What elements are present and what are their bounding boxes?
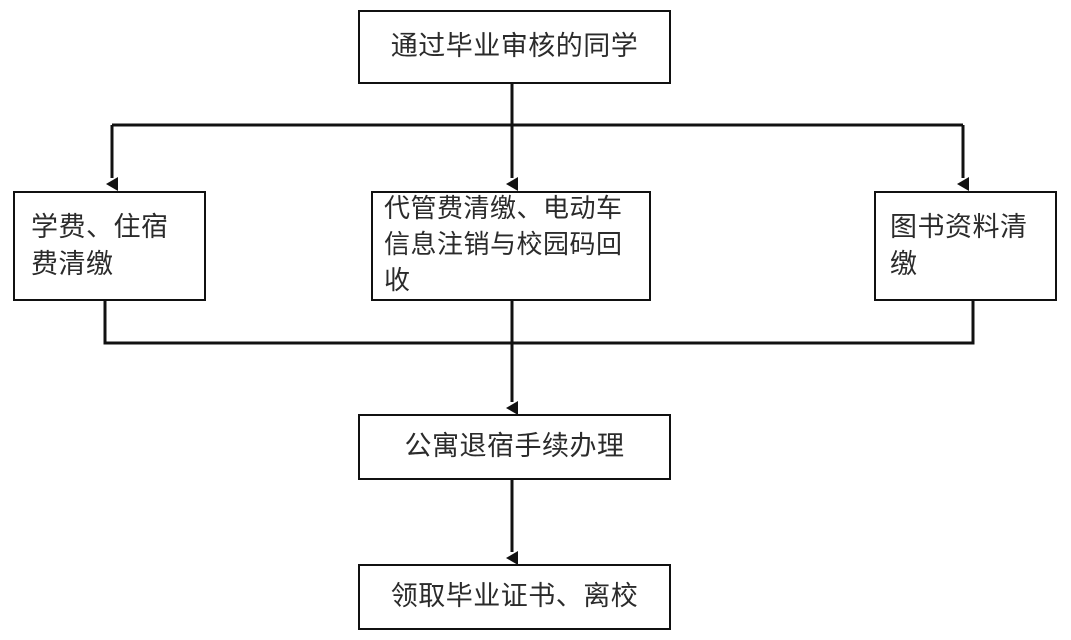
node-graduation-review-passed: 通过毕业审核的同学 bbox=[358, 10, 671, 84]
node-label: 领取毕业证书、离校 bbox=[390, 581, 639, 613]
node-dormitory-checkout-procedure: 公寓退宿手续办理 bbox=[358, 414, 671, 480]
node-label: 图书资料清缴 bbox=[890, 211, 1028, 280]
node-label: 通过毕业审核的同学 bbox=[390, 31, 639, 63]
node-label: 公寓退宿手续办理 bbox=[404, 431, 625, 463]
node-library-materials-settlement: 图书资料清缴 bbox=[874, 191, 1057, 301]
edge-tuition-to-dorm bbox=[103, 301, 512, 345]
node-collect-diploma-and-leave-school: 领取毕业证书、离校 bbox=[358, 564, 671, 630]
node-custody-fee-ev-deregistration-campus-code: 代管费清缴、电动车信息注销与校园码回收 bbox=[371, 191, 651, 301]
node-label: 代管费清缴、电动车信息注销与校园码回收 bbox=[384, 194, 623, 296]
node-label: 学费、住宿费清缴 bbox=[31, 211, 169, 280]
node-tuition-and-dorm-fee-settlement: 学费、住宿费清缴 bbox=[13, 191, 206, 301]
edge-library-to-dorm bbox=[512, 301, 975, 345]
